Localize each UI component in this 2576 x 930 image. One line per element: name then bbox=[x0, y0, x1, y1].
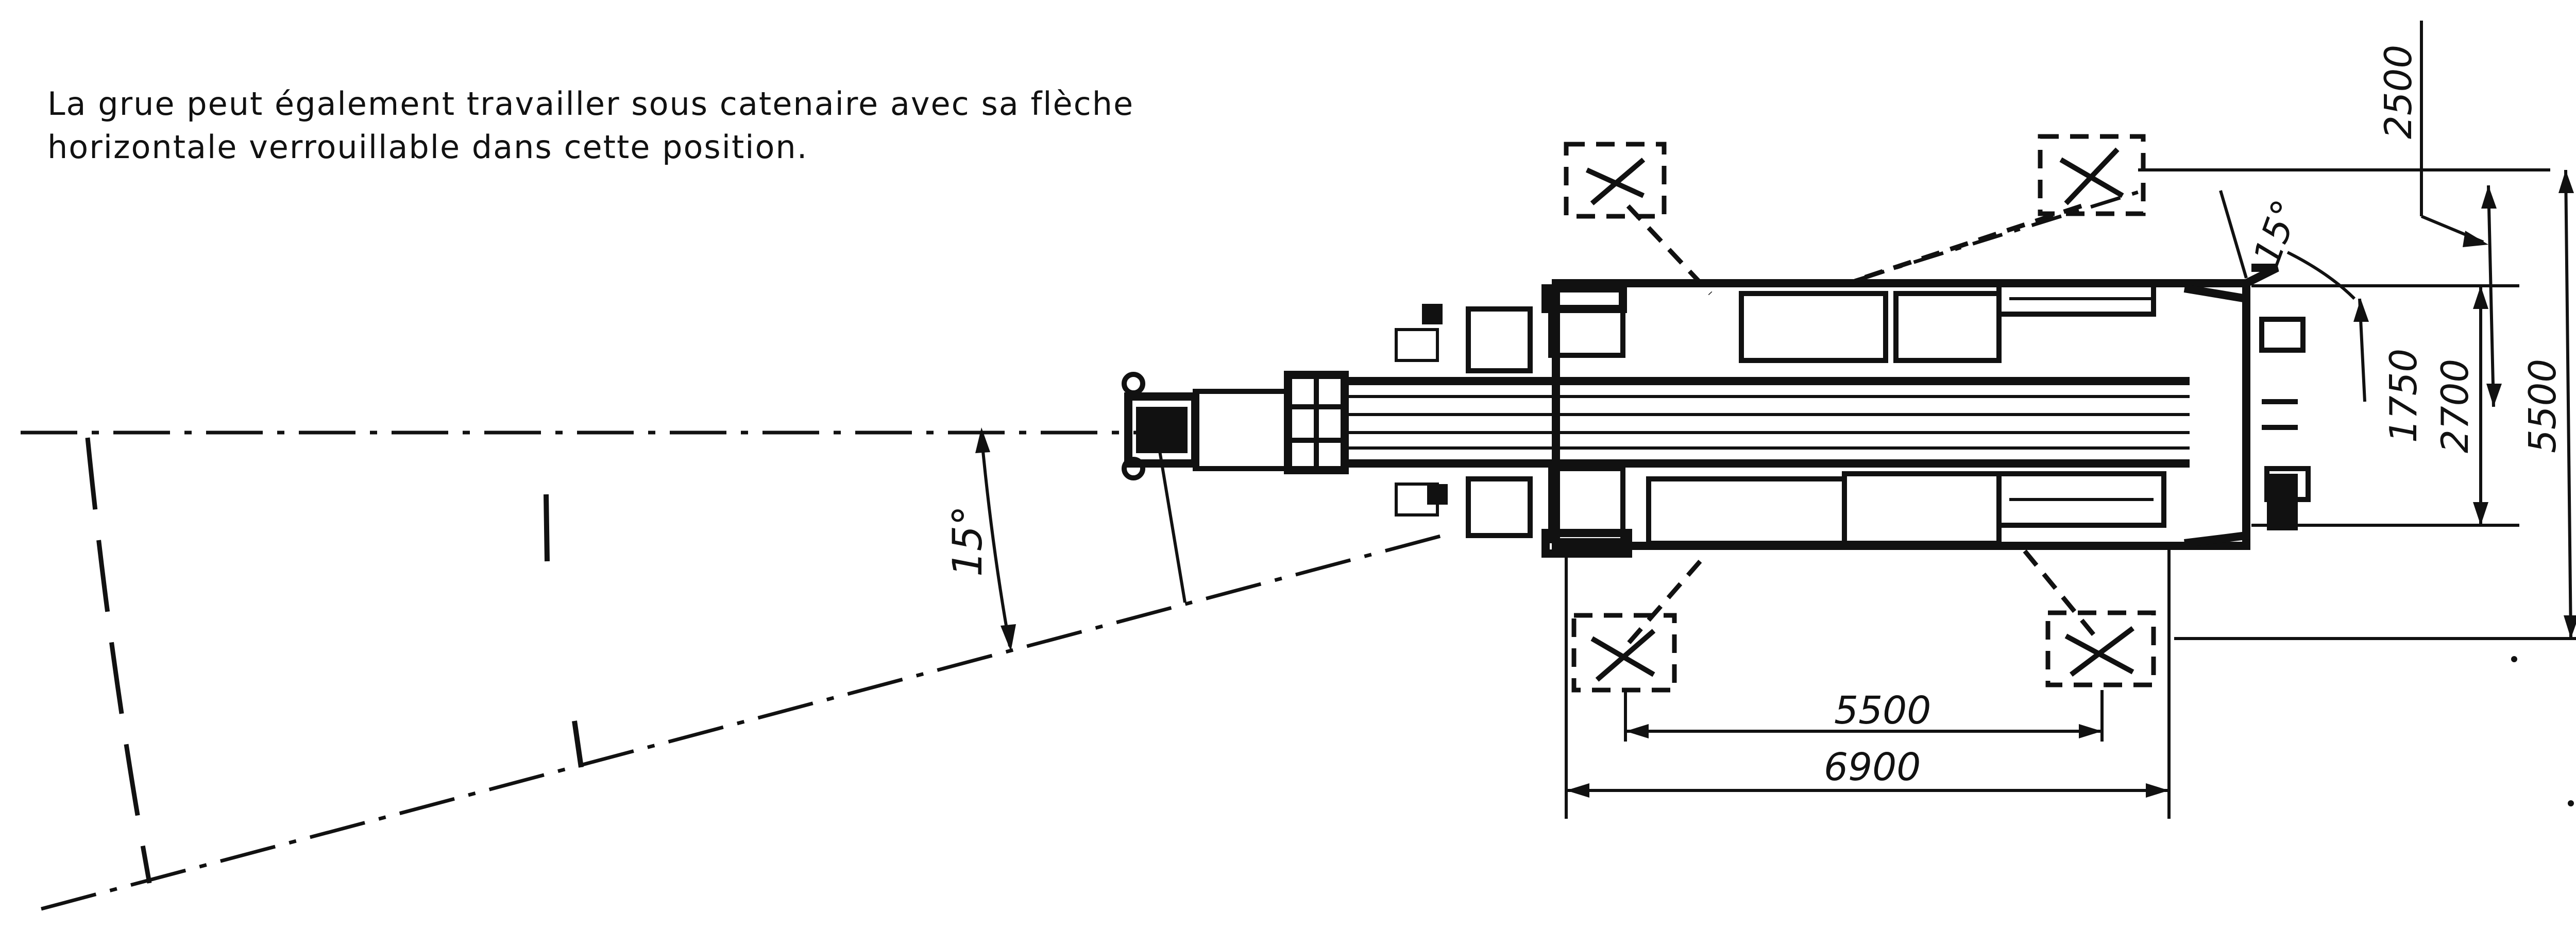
boom-tip-arc bbox=[1158, 447, 1187, 603]
carrier-nose bbox=[2183, 284, 2250, 547]
front-light-bottom bbox=[2264, 466, 2311, 502]
lower-tank bbox=[1996, 471, 2166, 528]
upper-compartment bbox=[1893, 291, 2002, 363]
width-outer-arrow-bottom bbox=[2473, 502, 2488, 525]
carrier-body bbox=[1395, 264, 2311, 558]
right-angle-arc bbox=[2286, 251, 2356, 300]
outrigger-beam-top-left bbox=[1626, 204, 1713, 296]
height-top-arrow bbox=[2463, 231, 2488, 247]
rear-step-bottom bbox=[1466, 476, 1533, 538]
rear-tow-hook-top bbox=[1395, 328, 1439, 362]
scan-speck-2 bbox=[2568, 800, 2574, 806]
lower-cab bbox=[1646, 476, 1847, 546]
swing-arc-outer bbox=[85, 437, 152, 884]
carrier-front-top bbox=[2244, 264, 2279, 287]
outrigger-inner-label: 5500 bbox=[1834, 688, 1931, 733]
outrigger-pad-top-left bbox=[1564, 142, 1667, 219]
left-angle-arc bbox=[980, 435, 1011, 647]
outrigger-outer-arrow-right bbox=[2146, 783, 2169, 798]
height-mid-line bbox=[2487, 185, 2495, 407]
arc-tick-upper bbox=[544, 494, 550, 562]
rear-bracket-top bbox=[1548, 286, 1625, 358]
boom-head-pulley-top bbox=[1122, 372, 1145, 395]
boom-head-pulley-bottom bbox=[1122, 457, 1145, 480]
height-total-label: 5500 bbox=[2521, 359, 2564, 453]
width-inner-label: 1750 bbox=[2382, 349, 2425, 443]
rear-jack-bottom bbox=[1541, 529, 1632, 558]
width-inner-arrow-top bbox=[2353, 299, 2369, 322]
scan-speck-1 bbox=[2511, 656, 2517, 662]
boom-section-1 bbox=[1193, 389, 1291, 471]
outrigger-outer-arrow-left bbox=[1566, 783, 1589, 798]
height-total-line bbox=[2564, 169, 2572, 639]
outrigger-beam-bottom-left bbox=[1626, 560, 1702, 645]
lower-compartment bbox=[1842, 471, 2002, 546]
outrigger-pad-bottom-left bbox=[1571, 613, 1677, 693]
width-outer-arrow-top bbox=[2473, 286, 2488, 309]
outrigger-beam-bottom-right bbox=[2023, 549, 2099, 640]
height-total-arrow-top bbox=[2558, 170, 2574, 193]
inclined-axis-line bbox=[41, 533, 1443, 911]
description-line-1: La grue peut également travailler sous c… bbox=[47, 85, 1134, 123]
left-angle-label: 15° bbox=[945, 506, 991, 577]
pad-cross-bottom-right bbox=[2064, 626, 2134, 677]
left-angle-arrow-top bbox=[975, 427, 990, 453]
pad-cross-bottom-left bbox=[1590, 629, 1656, 682]
outrigger-pad-bottom-right bbox=[2045, 610, 2156, 687]
swing-reference-lines bbox=[21, 430, 1443, 911]
outrigger-beam-top-right bbox=[1854, 203, 2082, 283]
right-swing-line bbox=[1854, 188, 2144, 283]
description-text: La grue peut également travailler sous c… bbox=[47, 82, 1284, 169]
outrigger-dimensions: 5500 6900 bbox=[1565, 546, 2171, 819]
rear-bracket-bottom bbox=[1548, 466, 1625, 543]
outrigger-inner-arrow-left bbox=[1625, 724, 1649, 738]
rear-tow-hook-bottom bbox=[1395, 483, 1439, 516]
height-total-arrow-bottom bbox=[2564, 615, 2576, 639]
width-outer-label: 2700 bbox=[2433, 359, 2477, 453]
outrigger-outer-label: 6900 bbox=[1824, 745, 1921, 789]
front-light-top bbox=[2259, 317, 2306, 353]
upper-cab bbox=[1739, 291, 1888, 363]
outrigger-pads bbox=[1564, 134, 2156, 693]
rear-jack-top bbox=[1541, 284, 1627, 313]
telescopic-boom bbox=[1122, 371, 2190, 480]
right-angle-leg bbox=[2219, 190, 2248, 279]
arc-tick-lower bbox=[572, 720, 584, 768]
height-top-label: 2500 bbox=[2377, 45, 2420, 139]
height-mid-arrow-bottom bbox=[2486, 384, 2502, 407]
rear-light-top bbox=[1422, 304, 1443, 324]
height-dimensions: 2500 5500 bbox=[2174, 21, 2576, 640]
outrigger-inner-arrow-right bbox=[2079, 724, 2102, 738]
boom-head-block bbox=[1136, 407, 1188, 453]
description-line-2: horizontale verrouillable dans cette pos… bbox=[47, 128, 808, 166]
height-mid-arrow-top bbox=[2481, 185, 2497, 209]
left-angle-arrow-bottom bbox=[1001, 624, 1016, 651]
pad-cross-top-left bbox=[1585, 158, 1646, 205]
pad-cross-top-right bbox=[2059, 147, 2124, 205]
left-angle-dimension: 15° bbox=[945, 427, 1016, 651]
right-angle-dimension: 15° bbox=[1854, 168, 2550, 300]
width-dimensions: 2700 1750 bbox=[2251, 284, 2519, 527]
rear-step-top bbox=[1466, 306, 1533, 373]
